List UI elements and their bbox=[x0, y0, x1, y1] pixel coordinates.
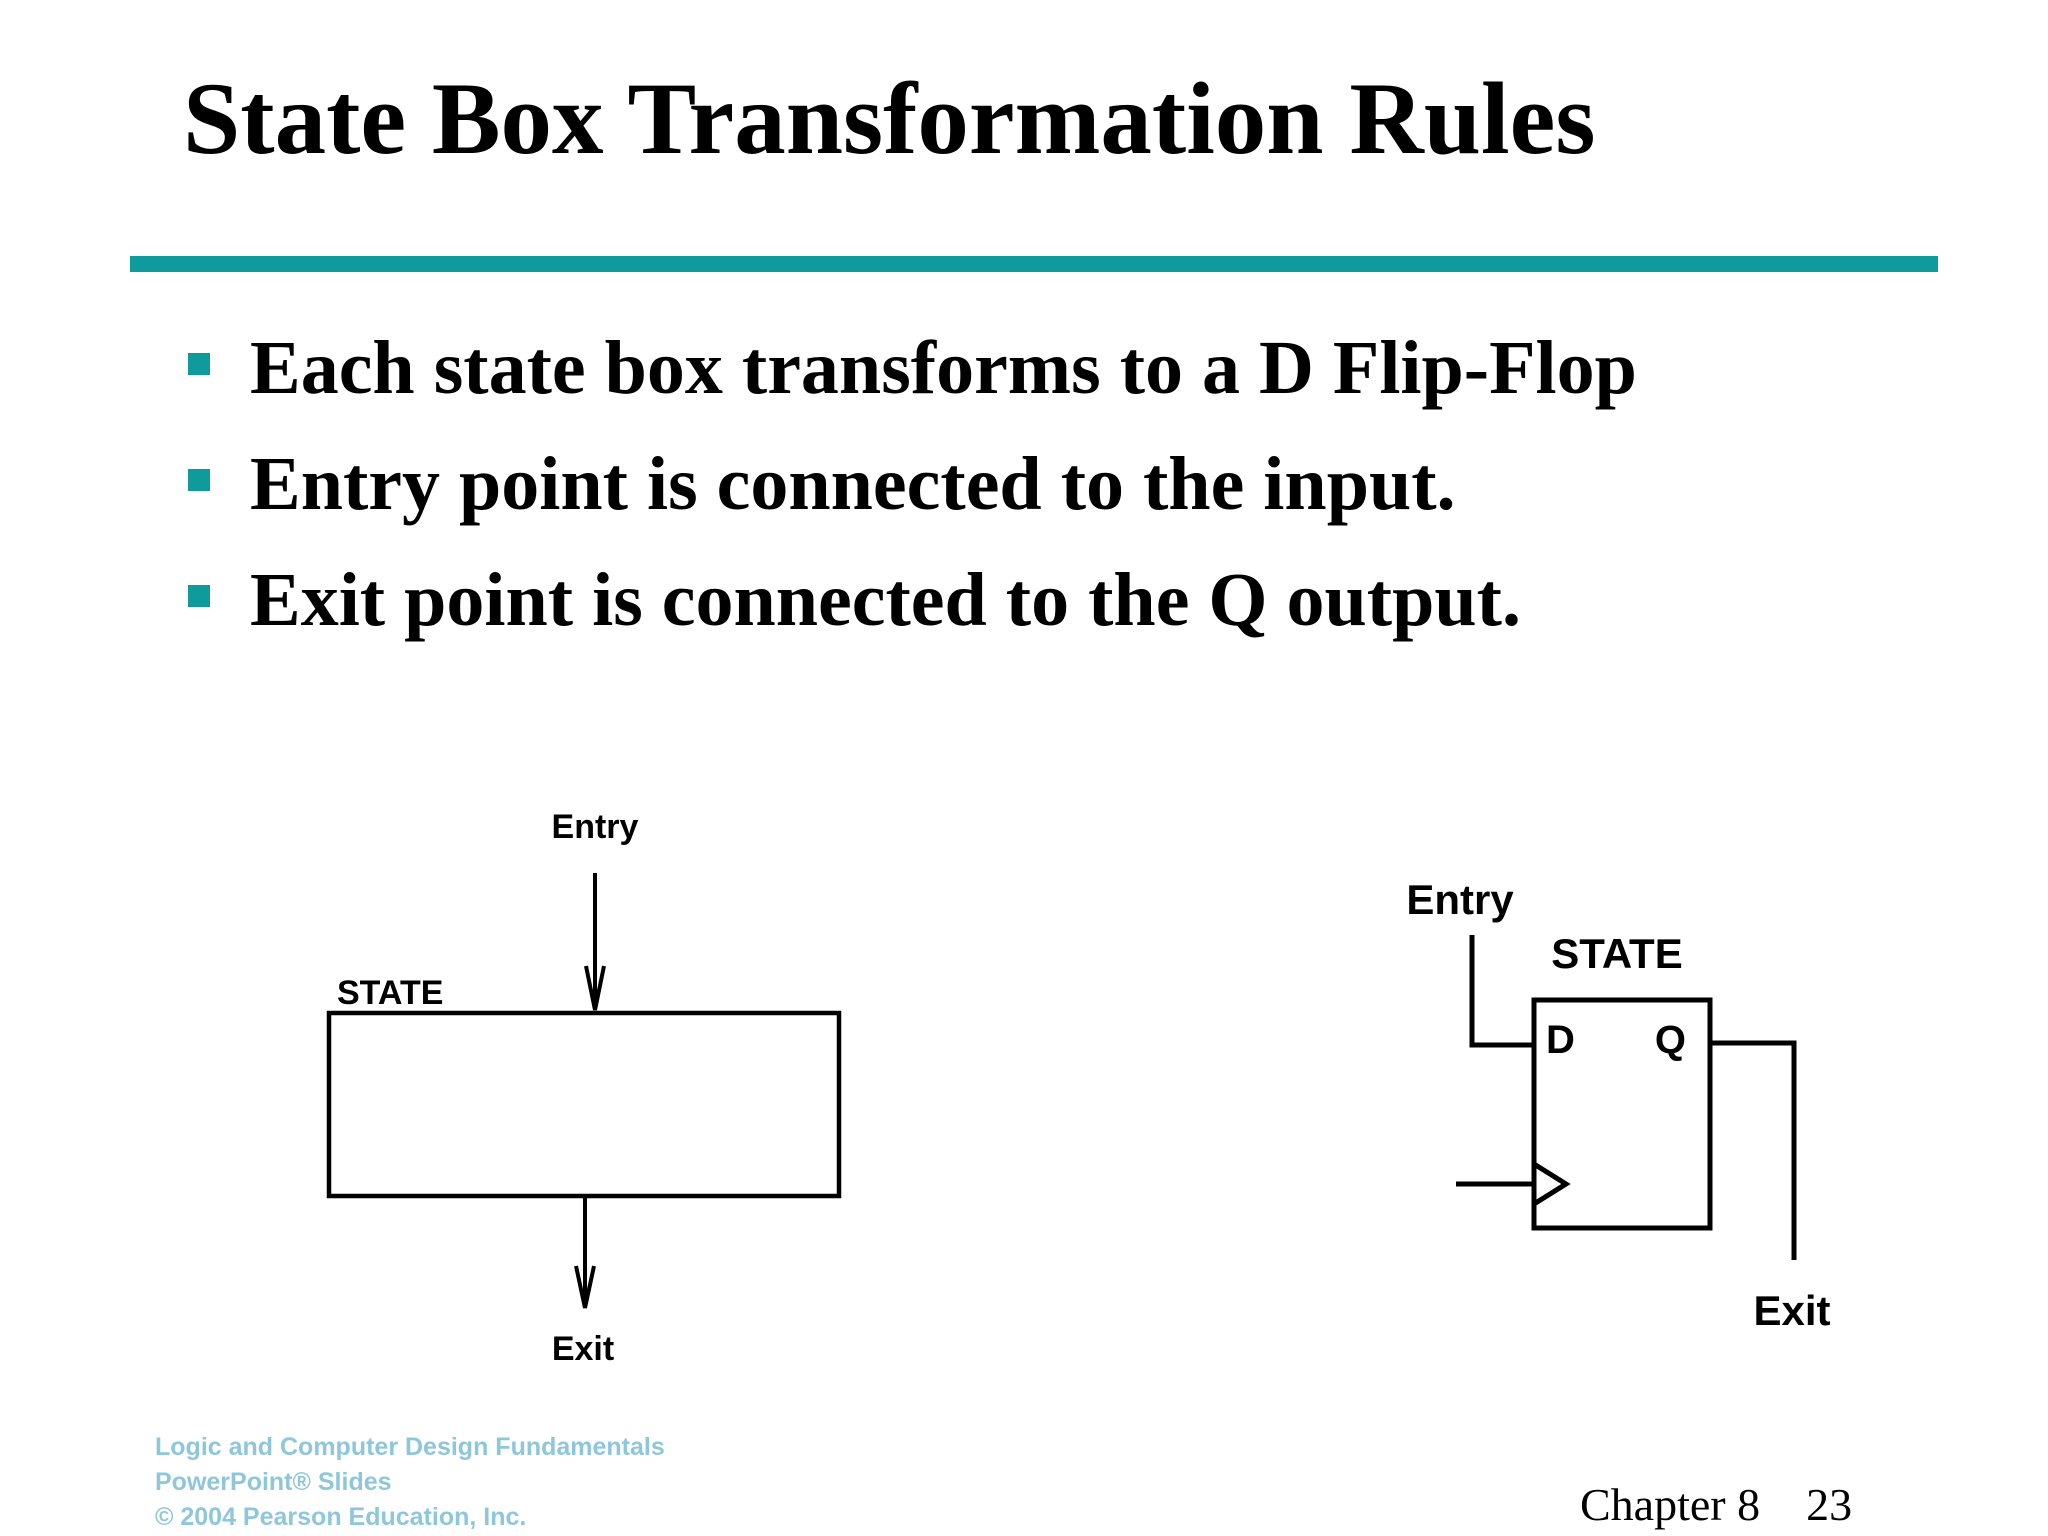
bullet-item: Each state box transforms to a D Flip-Fl… bbox=[188, 310, 1637, 426]
bullet-text: Entry point is connected to the input. bbox=[250, 442, 1456, 526]
bullet-item: Entry point is connected to the input. bbox=[188, 426, 1637, 542]
clock-triangle-icon bbox=[1532, 1161, 1571, 1207]
slide-footer: Chapter 8 23 bbox=[1580, 1478, 1852, 1531]
bullet-text: Exit point is connected to the Q output. bbox=[250, 558, 1521, 642]
bullet-item: Exit point is connected to the Q output. bbox=[188, 542, 1637, 658]
entry-label: Entry bbox=[552, 808, 639, 846]
ff-entry-wire bbox=[1469, 935, 1534, 1048]
bullet-text: Each state box transforms to a D Flip-Fl… bbox=[250, 326, 1637, 410]
square-bullet-icon bbox=[188, 353, 210, 375]
bullet-list: Each state box transforms to a D Flip-Fl… bbox=[188, 310, 1637, 658]
state-box bbox=[326, 1010, 842, 1199]
state-label: STATE bbox=[337, 974, 443, 1012]
state-box-diagram: Entry STATE Exit bbox=[326, 808, 842, 1368]
entry-arrowhead-icon bbox=[584, 965, 606, 1011]
flip-flop-box bbox=[1531, 997, 1713, 1231]
ff-d-label: D bbox=[1546, 1018, 1575, 1062]
ff-q-output-wire bbox=[1710, 1040, 1797, 1260]
square-bullet-icon bbox=[188, 469, 210, 491]
ff-entry-label: Entry bbox=[1406, 876, 1514, 923]
ff-state-label: STATE bbox=[1551, 930, 1682, 977]
title-divider bbox=[130, 256, 1938, 272]
square-bullet-icon bbox=[188, 585, 210, 607]
ff-exit-label: Exit bbox=[1753, 1287, 1830, 1334]
footer-credit: Logic and Computer Design Fundamentals P… bbox=[155, 1430, 665, 1535]
credit-line: Logic and Computer Design Fundamentals bbox=[155, 1433, 665, 1461]
exit-label: Exit bbox=[552, 1330, 614, 1368]
credit-line: © 2004 Pearson Education, Inc. bbox=[155, 1503, 527, 1531]
slide-title: State Box Transformation Rules bbox=[183, 62, 1596, 176]
chapter-label: Chapter 8 bbox=[1580, 1479, 1761, 1530]
page-number: 23 bbox=[1806, 1479, 1853, 1530]
exit-arrowhead-icon bbox=[574, 1265, 596, 1309]
flip-flop-diagram: Entry STATE D Q Exit bbox=[1406, 876, 1830, 1334]
credit-line: PowerPoint® Slides bbox=[155, 1468, 392, 1496]
ff-q-label: Q bbox=[1655, 1018, 1686, 1062]
